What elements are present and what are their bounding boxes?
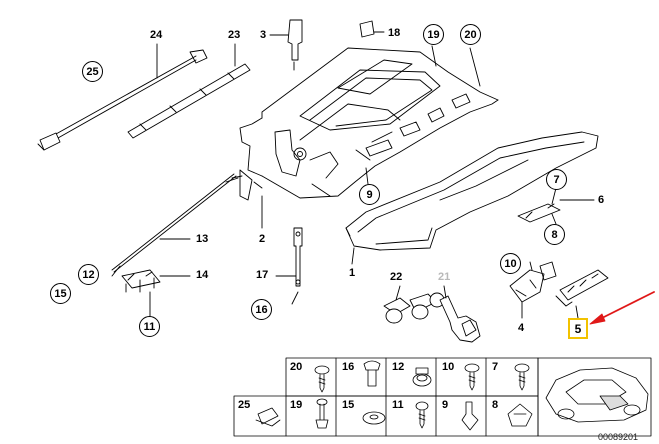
cap-part-18 <box>359 20 385 38</box>
table-label-10: 10 <box>442 361 455 373</box>
circled-label-12: 12 <box>78 264 99 285</box>
part-label-1: 1 <box>349 267 356 279</box>
circled-label-7: 7 <box>546 169 567 190</box>
glovebox-housing <box>231 45 499 229</box>
part-label-14: 14 <box>196 269 209 281</box>
table-label-19: 19 <box>290 399 303 411</box>
part-label-18: 18 <box>388 27 401 39</box>
clip-9 <box>461 401 479 431</box>
screw-10 <box>464 363 480 391</box>
strut-part-17 <box>275 227 303 305</box>
table-label-16: 16 <box>342 361 355 373</box>
clip-8 <box>507 403 533 427</box>
clip-strip-part-23 <box>127 43 251 139</box>
lock-part-4 <box>509 261 557 319</box>
table-label-15: 15 <box>342 399 355 411</box>
document-id: 00089201 <box>598 432 639 442</box>
circled-label-9: 9 <box>359 184 380 205</box>
part-label-4: 4 <box>518 322 525 334</box>
part-label-6: 6 <box>598 194 605 206</box>
rod-part-13 <box>111 173 239 277</box>
circled-label-8: 8 <box>544 224 565 245</box>
circled-label-25: 25 <box>82 61 103 82</box>
part-label-24: 24 <box>150 29 163 41</box>
circled-label-15: 15 <box>50 283 71 304</box>
washer-15 <box>362 411 386 425</box>
circled-label-16: 16 <box>251 299 272 320</box>
circled-label-11: 11 <box>139 316 160 337</box>
table-label-11: 11 <box>392 399 404 411</box>
fastener-icons <box>255 360 649 431</box>
cable-rod-part-24 <box>37 43 208 151</box>
pointer-arrow <box>589 291 655 325</box>
screw-11 <box>415 401 429 429</box>
table-label-12: 12 <box>392 361 405 373</box>
lid-part-1 <box>345 131 599 265</box>
lock-cylinders-part-21-22 <box>383 285 481 343</box>
part-label-21: 21 <box>438 271 451 283</box>
bracket-part-6 <box>517 187 595 225</box>
nut-12 <box>412 367 432 387</box>
table-label-8: 8 <box>492 399 499 411</box>
circled-label-20: 20 <box>460 24 481 45</box>
part-label-3: 3 <box>260 29 267 41</box>
part-label-2: 2 <box>259 233 266 245</box>
screw-7 <box>514 363 530 391</box>
table-label-25: 25 <box>238 399 251 411</box>
latch-part-5 <box>555 269 609 319</box>
part-label-13: 13 <box>196 233 209 245</box>
part-label-17: 17 <box>256 269 269 281</box>
parts-table-grid <box>233 357 652 437</box>
table-label-20: 20 <box>290 361 303 373</box>
table-label-7: 7 <box>492 361 499 373</box>
rivet-16 <box>363 360 381 387</box>
highlighted-part-5[interactable]: 5 <box>568 318 588 339</box>
part-label-22: 22 <box>390 271 403 283</box>
clip-25 <box>255 407 281 427</box>
pin-19 <box>315 398 329 429</box>
car-silhouette <box>545 367 649 423</box>
clip-part-14 <box>121 269 191 317</box>
circled-label-19: 19 <box>423 24 444 45</box>
screw-20 <box>314 365 330 393</box>
switch-part-3 <box>269 19 303 71</box>
table-label-9: 9 <box>442 399 449 411</box>
circled-label-10: 10 <box>500 253 521 274</box>
part-label-23: 23 <box>228 29 241 41</box>
